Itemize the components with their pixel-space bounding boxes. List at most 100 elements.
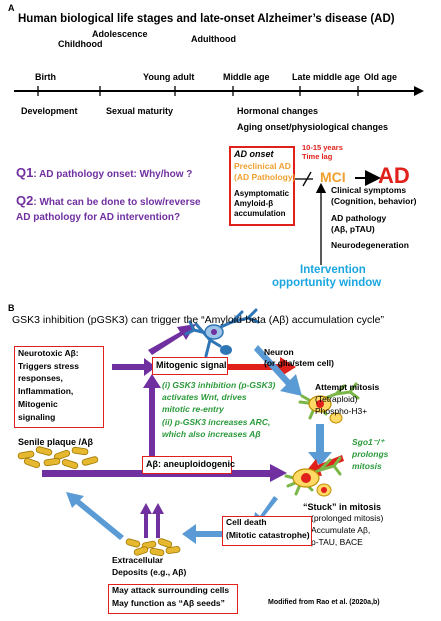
stage-young-adult: Young adult xyxy=(143,72,195,82)
stuck-cell-icon xyxy=(284,456,342,497)
neurotoxic-line-3: responses, xyxy=(18,373,63,383)
extracellular-1: Extracellular xyxy=(112,555,164,565)
window-1: Intervention xyxy=(300,264,366,276)
timeline-ticks xyxy=(37,86,359,96)
purple-arrow-horizontal-head xyxy=(270,464,287,482)
neuron-icon xyxy=(184,308,260,358)
attack-box xyxy=(108,584,238,614)
q2: Q2: What can be done to slow/reverse xyxy=(16,193,201,209)
ad-label: AD xyxy=(378,163,410,188)
preclinical-1: Preclinical AD xyxy=(234,161,291,171)
red-arrow-mitogenic xyxy=(228,357,296,377)
neurotoxic-line-6: signaling xyxy=(18,412,56,422)
purple-arrow-up-head xyxy=(143,374,161,388)
neurotoxic-box xyxy=(14,346,104,428)
event-sexual-maturity: Sexual maturity xyxy=(106,106,174,116)
neurodegeneration: Neurodegeneration xyxy=(331,240,409,250)
cell-death-1: Cell death xyxy=(226,517,267,527)
panel-a-title: Human biological life stages and late-on… xyxy=(18,13,395,25)
stage-middle-age: Middle age xyxy=(223,72,270,82)
neuron-label-2: (or glia/stem cell) xyxy=(264,358,334,368)
asymptomatic-3: accumulation xyxy=(234,209,286,218)
tetraploid: (Tetraploid) xyxy=(315,394,358,404)
neurotoxic-line-2: Triggers stress xyxy=(18,361,79,371)
event-development: Development xyxy=(21,106,78,116)
time-lag-slash xyxy=(302,171,312,187)
blue-arrow-to-extracellular xyxy=(182,524,222,544)
neurotoxic-line-1: Neurotoxic Aβ: xyxy=(18,348,79,358)
time-lag-2: Time lag xyxy=(302,152,333,161)
q1-text: : AD pathology onset: Why/how ? xyxy=(33,169,193,180)
pathology-2: (Aβ, pTAU) xyxy=(331,224,375,234)
stuck-line-2: Accumulate Aβ, xyxy=(311,525,371,535)
pathology-1: AD pathology xyxy=(331,213,387,223)
panel-b-title: GSK3 inhibition (pGSK3) can trigger the … xyxy=(12,314,384,326)
gsk3-line-4: (ii) p-GSK3 increases ARC, xyxy=(162,417,271,427)
stuck-title: “Stuck” in mitosis xyxy=(303,502,382,512)
modified-from: Modified from Rao et al. (2020a,b) xyxy=(268,599,380,606)
q1-label: Q1 xyxy=(16,165,34,180)
gsk3-line-1: (i) GSK3 inhibition (p-GSK3) xyxy=(162,380,276,390)
q2-text-line1: : What can be done to slow/reverse xyxy=(33,197,201,208)
attempt-mitosis: Attempt mitosis xyxy=(315,382,380,392)
panel-a-label: A xyxy=(8,3,15,13)
stage-adulthood: Adulthood xyxy=(191,34,236,44)
gsk3-line-3: mitotic re-entry xyxy=(162,404,224,414)
senile-plaque-label: Senile plaque /Aβ xyxy=(18,437,94,447)
ad-onset-box xyxy=(229,146,295,226)
mitosis-cell-icon xyxy=(298,382,360,424)
cell-death-2: (Mitotic catastrophe) xyxy=(226,530,310,540)
stage-birth: Birth xyxy=(35,72,56,82)
purple-arrow-to-neuron xyxy=(148,324,196,355)
blue-arrow-neuron-down xyxy=(254,345,302,396)
neurotoxic-line-4: Inflammation, xyxy=(18,386,74,396)
blue-arrow-to-stuck xyxy=(308,424,332,466)
time-lag-1: 10-15 years xyxy=(302,143,343,152)
sgo1-line-3: mitosis xyxy=(352,461,382,471)
ad-onset-title: AD onset xyxy=(234,149,274,159)
neurotoxic-line-5: Mitogenic xyxy=(18,399,58,409)
senile-plaque-icon xyxy=(17,446,99,469)
gsk3-line-5: which also increases Aβ xyxy=(162,429,261,439)
stuck-line-1: (prolonged mitosis) xyxy=(311,513,384,523)
q2-label: Q2 xyxy=(16,193,34,208)
mitogenic-signal-label: Mitogenic signal xyxy=(156,360,227,370)
purple-arrow-to-mitogenic xyxy=(112,358,156,376)
stage-childhood: Childhood xyxy=(58,39,103,49)
clinical-1: Clinical symptoms xyxy=(331,185,407,195)
clinical-2: (Cognition, behavior) xyxy=(331,196,417,206)
q2-text-line2: AD pathology for AD intervention? xyxy=(16,212,181,223)
event-aging: Aging onset/physiological changes xyxy=(237,122,389,132)
extracellular-deposit-icon xyxy=(125,538,181,557)
blue-arrow-to-plaque xyxy=(66,492,124,540)
mci-label: MCI xyxy=(320,169,346,185)
purple-arrow-up-1 xyxy=(140,503,152,538)
purple-arrow-up-2 xyxy=(152,503,164,538)
attack-2: May function as “Aβ seeds” xyxy=(112,598,225,608)
q1: Q1: AD pathology onset: Why/how ? xyxy=(16,165,193,181)
sgo1-line-1: Sgo1⁻/⁺ xyxy=(352,437,385,447)
purple-arrow-up-shaft xyxy=(149,380,155,472)
stuck-line-3: p-TAU, BACE xyxy=(311,537,363,547)
asymptomatic-2: Amyloid-β xyxy=(234,199,274,208)
extracellular-2: Deposits (e.g., Aβ) xyxy=(112,567,187,577)
timeline-arrowhead xyxy=(414,86,424,96)
asymptomatic-1: Asymptomatic xyxy=(234,189,290,198)
aneuploid-box xyxy=(142,456,232,474)
cell-death-box xyxy=(222,516,312,546)
neuron-label-1: Neuron xyxy=(264,347,294,357)
window-2: opportunity window xyxy=(272,277,382,289)
aneuploid-label: Aβ: aneuploidogenic xyxy=(146,459,235,469)
gsk3-line-2: activates Wnt, drives xyxy=(162,392,247,402)
preclinical-2: (AD Pathology) xyxy=(234,172,296,182)
mitogenic-signal-box xyxy=(152,357,228,375)
attack-1: May attack surrounding cells xyxy=(112,585,230,595)
stage-late-middle-age: Late middle age xyxy=(292,72,361,82)
event-hormonal: Hormonal changes xyxy=(237,106,319,116)
phospho-h3: Phospho-H3+ xyxy=(315,406,368,416)
sgo1-line-2: prolongs xyxy=(352,449,389,459)
stage-adolescence: Adolescence xyxy=(92,29,148,39)
panel-b-label: B xyxy=(8,303,15,313)
stage-old-age: Old age xyxy=(364,72,398,82)
